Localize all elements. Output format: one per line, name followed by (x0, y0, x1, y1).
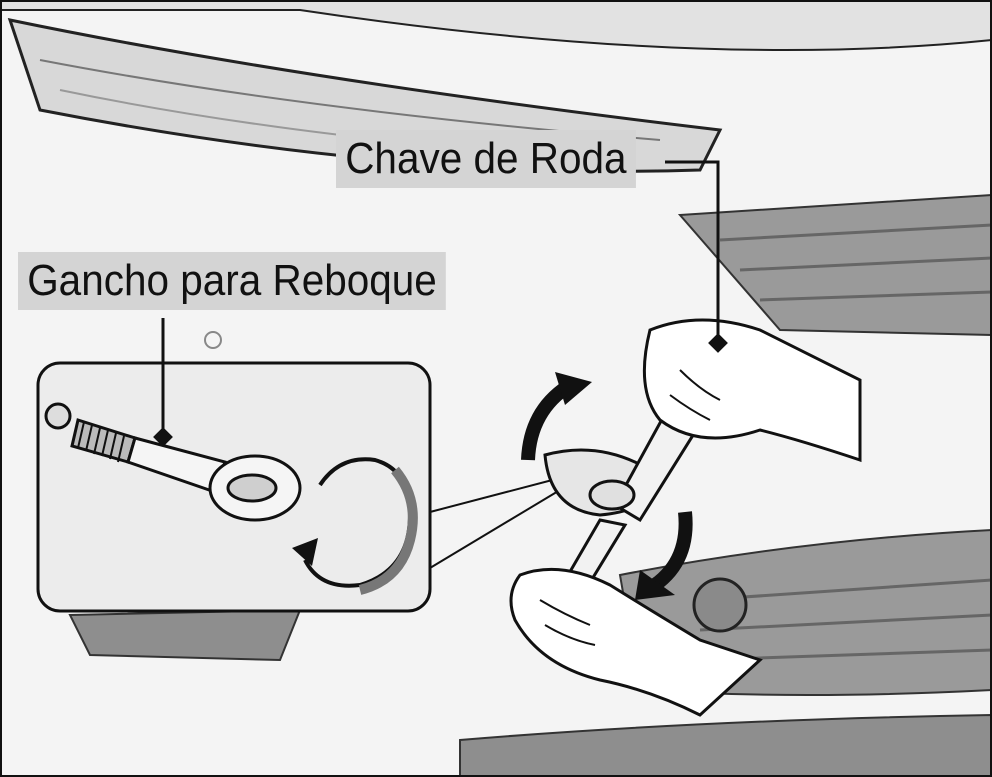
hook-cap (44, 402, 72, 430)
wheel-wrench-assembly (509, 160, 862, 717)
lower-glove (509, 567, 763, 717)
rotation-arrow-down (650, 511, 693, 591)
hook-inset (36, 318, 561, 613)
wheel-wrench-label: Chave de Roda (336, 130, 636, 188)
fog-light (692, 577, 748, 633)
towing-hook-label: Gancho para Reboque (18, 252, 447, 310)
upper-glove (642, 318, 862, 463)
